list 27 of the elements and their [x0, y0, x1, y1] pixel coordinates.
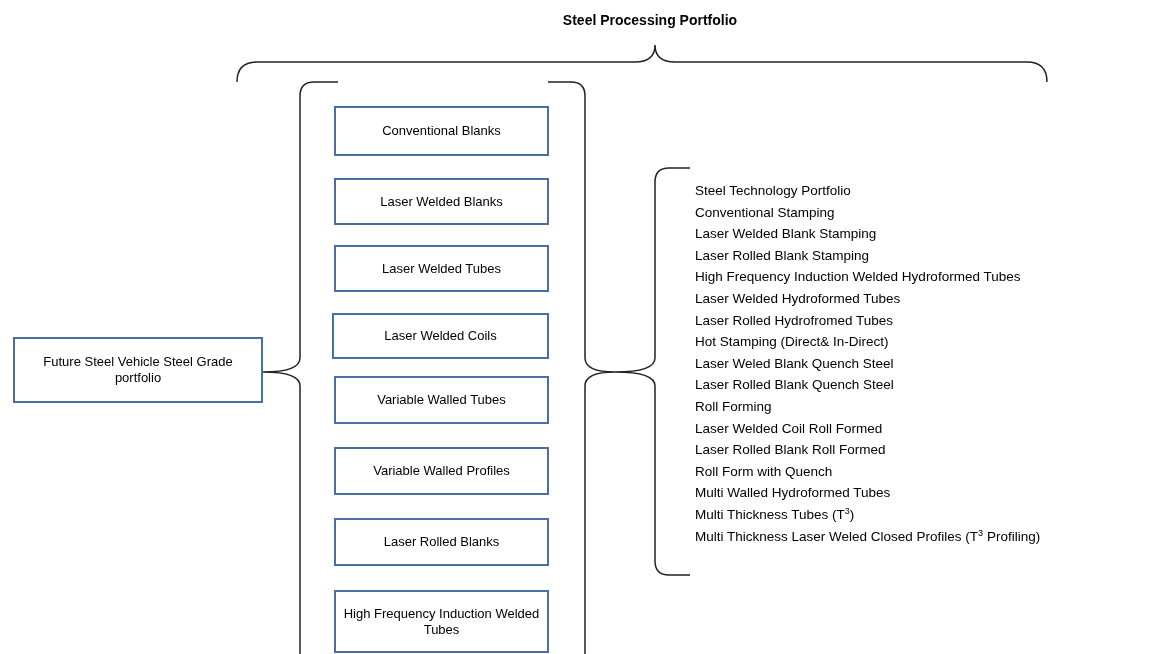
list-item: Conventional Stamping — [695, 204, 835, 221]
process-box: Laser Rolled Blanks — [334, 518, 549, 566]
process-box: Conventional Blanks — [334, 106, 549, 156]
list-item: Multi Thickness Tubes (T$^{3}$) — [695, 507, 855, 523]
process-box: Variable Walled Tubes — [334, 376, 549, 424]
list-item: Laser Welded Hydroformed Tubes — [695, 291, 901, 307]
process-box: Laser Welded Coils — [332, 313, 549, 359]
list-item: Laser Rolled Blank Stamping — [695, 247, 870, 264]
list-item: Multi Walled Hydroformed Tubes — [695, 485, 891, 502]
list-item: Laser Rolled Hydrofromed Tubes — [695, 312, 894, 329]
list-item: High Frequency Induction Welded Hydroformed Tubes — [695, 269, 1021, 286]
process-box: Future Steel Vehicle Steel Grade portfolio — [13, 337, 263, 403]
list-item: Roll Forming — [695, 399, 772, 415]
list-item: Laser Welded Coil Roll Formed — [695, 420, 883, 437]
process-box: Variable Walled Profiles — [334, 447, 549, 495]
list-item: Hot Stamping (Direct& In-Direct) — [695, 334, 889, 351]
list-item: Laser Rolled Blank Quench Steel — [695, 377, 894, 394]
list-item: Laser Weled Blank Quench Steel — [695, 355, 894, 372]
list-item: Multi Thickness Laser Weled Closed Profiles (T$^{3}$ Profiling) — [695, 528, 1041, 545]
list-heading: Steel Technology Portfolio — [695, 183, 851, 199]
list-item: Roll Form with Quench — [695, 463, 833, 480]
list-item: Laser Rolled Blank Roll Formed — [695, 442, 886, 459]
process-box: Laser Welded Blanks — [334, 178, 549, 225]
process-box: Laser Welded Tubes — [334, 245, 549, 292]
process-box: High Frequency Induction Welded Tubes — [334, 590, 549, 653]
diagram-title: Steel Processing Portfolio — [561, 12, 739, 28]
list-item: Laser Welded Blank Stamping — [695, 226, 877, 243]
